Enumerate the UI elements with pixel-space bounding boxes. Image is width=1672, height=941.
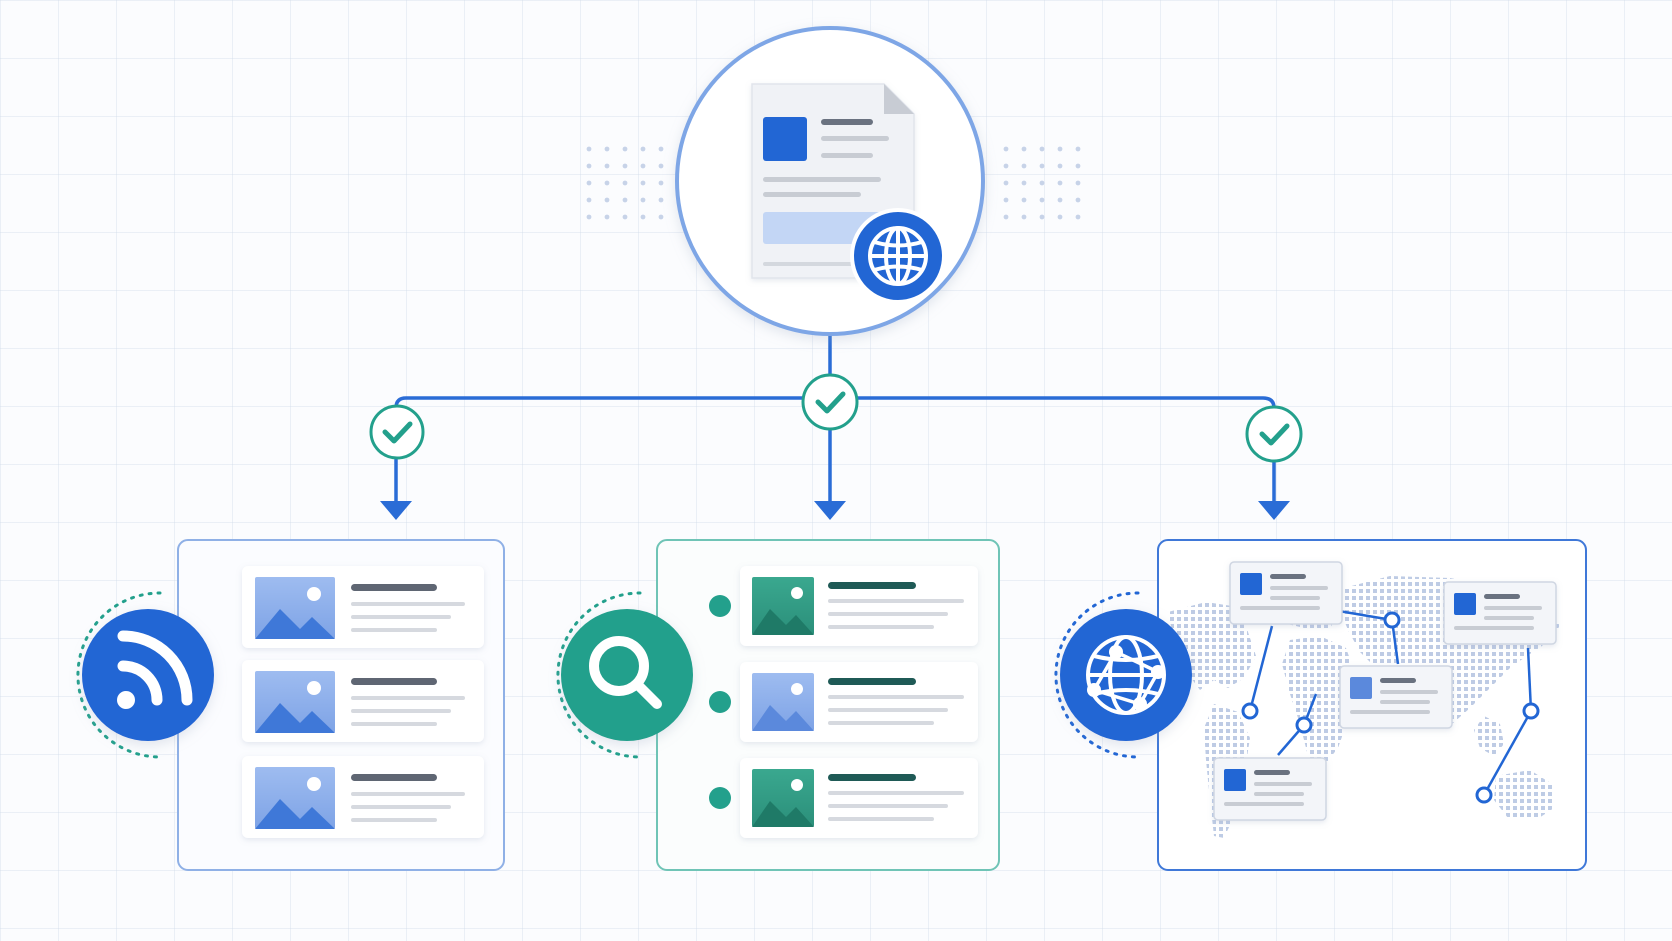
image-placeholder-icon bbox=[752, 577, 814, 635]
location-card bbox=[1213, 757, 1327, 821]
decorative-dots-right bbox=[1003, 146, 1081, 220]
world-map-panel bbox=[1157, 539, 1587, 871]
rss-feed-icon bbox=[117, 630, 193, 709]
globe-badge bbox=[850, 208, 946, 304]
arrowhead-right bbox=[1258, 501, 1290, 520]
decorative-dots-left bbox=[586, 146, 664, 220]
map-nodes bbox=[1241, 611, 1540, 804]
status-check-right bbox=[1245, 405, 1303, 463]
rss-feed-node bbox=[76, 591, 214, 759]
image-placeholder-icon bbox=[255, 671, 335, 733]
search-results-panel bbox=[656, 539, 1000, 871]
search-result-item bbox=[740, 566, 978, 646]
image-placeholder-icon bbox=[752, 769, 814, 827]
search-result-item bbox=[740, 758, 978, 838]
check-icon bbox=[815, 391, 846, 414]
feed-item bbox=[242, 756, 484, 838]
result-bullet bbox=[709, 595, 731, 617]
search-icon bbox=[589, 636, 662, 709]
status-check-left bbox=[369, 404, 425, 460]
location-card bbox=[1443, 581, 1557, 645]
arrowhead-left bbox=[380, 501, 412, 520]
network-globe-node bbox=[1054, 591, 1192, 759]
connector-arrowheads bbox=[380, 501, 1290, 520]
feed-item bbox=[242, 660, 484, 742]
image-placeholder-icon bbox=[255, 767, 335, 829]
location-card bbox=[1339, 665, 1453, 729]
result-bullet bbox=[709, 691, 731, 713]
check-icon bbox=[1259, 423, 1290, 446]
location-card bbox=[1229, 561, 1343, 625]
image-placeholder-icon bbox=[255, 577, 335, 639]
feed-list-panel bbox=[177, 539, 505, 871]
search-node bbox=[556, 591, 693, 759]
result-bullet bbox=[709, 787, 731, 809]
arrowhead-center bbox=[814, 501, 846, 520]
check-icon bbox=[382, 421, 413, 444]
globe-icon bbox=[868, 226, 928, 286]
network-globe-icon bbox=[1086, 635, 1166, 715]
image-placeholder-icon bbox=[752, 673, 814, 731]
root-node bbox=[675, 26, 985, 336]
feed-item bbox=[242, 566, 484, 648]
search-result-item bbox=[740, 662, 978, 742]
status-check-center bbox=[801, 373, 859, 431]
